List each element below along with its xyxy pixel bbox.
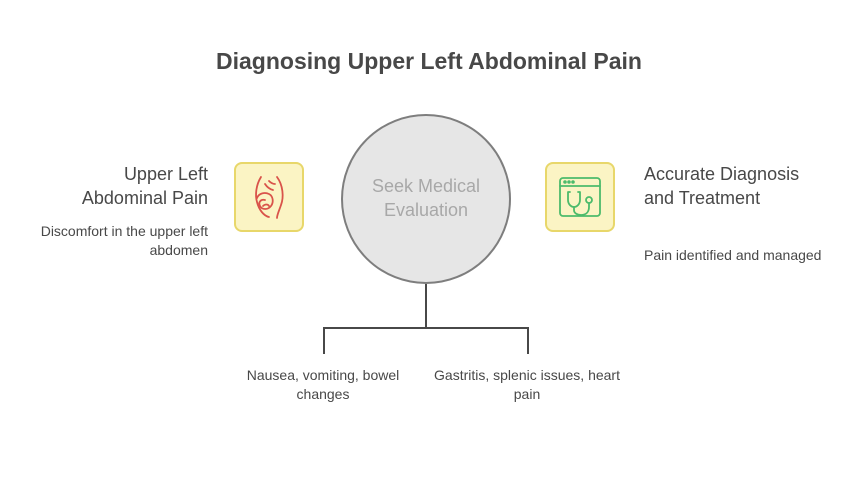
right-node-title: Accurate Diagnosis and Treatment (644, 164, 800, 208)
branch-label-symptoms: Nausea, vomiting, bowel changes (246, 367, 400, 402)
diagram-title: Diagnosing Upper Left Abdominal Pain (216, 48, 642, 74)
branch-label-causes: Gastritis, splenic issues, heart pain (434, 367, 620, 402)
left-icon-box (234, 162, 304, 232)
center-circle (341, 114, 511, 284)
left-node-title: Upper Left Abdominal Pain (81, 164, 208, 208)
center-circle-label: Seek Medical Evaluation (371, 176, 481, 220)
right-icon-box (545, 162, 615, 232)
left-node-description: Discomfort in the upper left abdomen (40, 223, 208, 258)
stethoscope-monitor-icon (559, 177, 601, 217)
abdomen-icon (255, 176, 284, 219)
right-node-description: Pain identified and managed (644, 247, 822, 263)
